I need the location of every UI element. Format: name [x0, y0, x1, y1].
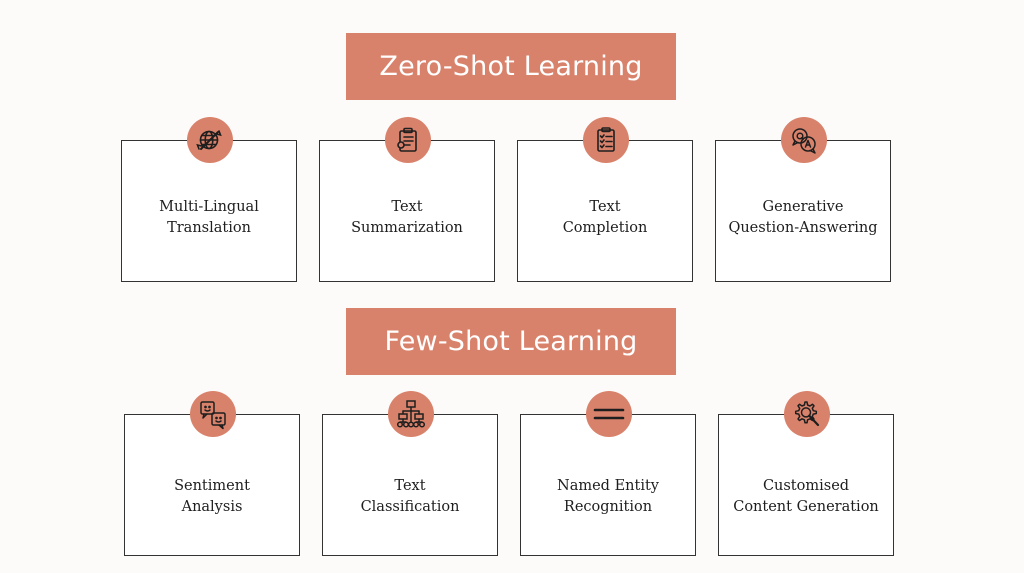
globe-translate-icon [187, 117, 233, 163]
card-generative-question-answering: Generative Question-Answering [715, 140, 891, 282]
clipboard-icon [385, 117, 431, 163]
card-label: Sentiment Analysis [174, 478, 250, 515]
card-label: Customised Content Generation [733, 478, 879, 515]
card-label: Named Entity Recognition [557, 478, 659, 515]
card-text-summarization: Text Summarization [319, 140, 495, 282]
card-named-entity-recognition: Named Entity Recognition [520, 414, 696, 556]
emoji-chat-icon [190, 391, 236, 437]
card-label: Text Completion [562, 199, 648, 236]
card-label: Generative Question-Answering [728, 199, 878, 236]
card-label: Text Summarization [351, 199, 463, 236]
card-multi-lingual-translation: Multi-Lingual Translation [121, 140, 297, 282]
card-sentiment-analysis: Sentiment Analysis [124, 414, 300, 556]
question-answer-icon [781, 117, 827, 163]
checklist-icon [583, 117, 629, 163]
few-shot-title: Few-Shot Learning [346, 308, 676, 375]
card-customised-content-generation: Customised Content Generation [718, 414, 894, 556]
zero-shot-title: Zero-Shot Learning [346, 33, 676, 100]
card-text-completion: Text Completion [517, 140, 693, 282]
card-text-classification: Text Classification [322, 414, 498, 556]
gear-search-icon [784, 391, 830, 437]
card-label: Text Classification [360, 478, 460, 515]
hierarchy-icon [388, 391, 434, 437]
equals-icon [586, 391, 632, 437]
card-label: Multi-Lingual Translation [159, 199, 259, 236]
